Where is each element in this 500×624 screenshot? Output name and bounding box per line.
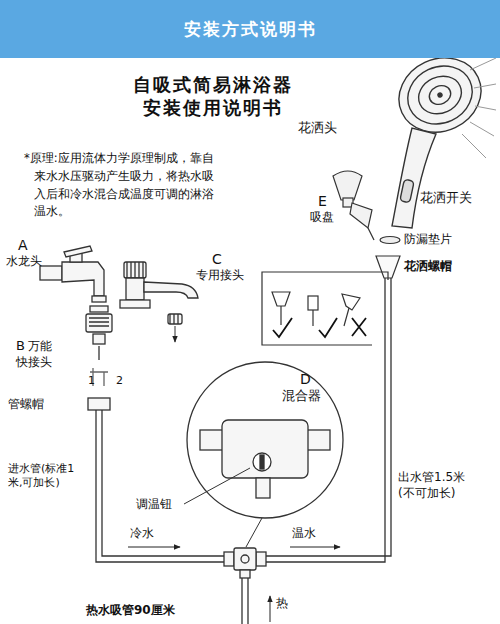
node-heading: D [300,370,311,388]
part-name: 吸盘 [310,210,334,226]
special-adapter-tap [120,300,150,308]
part-name: 出水管1.5米(不可加长) [398,470,478,501]
part-name: 进水管(标准1米,可加长) [8,462,78,491]
callout-letter: E [318,192,327,210]
header-band: 安装方式说明书 [0,0,500,58]
suction-cup [350,203,372,228]
part-name: 万能快接头 [16,339,58,370]
shower-head [437,92,442,97]
mixer-closeup [246,518,262,547]
shower-head [412,69,467,120]
part-name: 防漏垫片 [404,232,452,248]
part-name: 花洒开关 [420,190,472,207]
shower-head [398,56,481,135]
t-joint [234,548,256,570]
part-name: 专用接头 [196,268,244,284]
install-hint-diagrams [319,318,337,337]
special-adapter-tap [175,326,176,342]
part-name: 调温钮 [136,497,172,513]
t-joint [241,555,249,563]
flow-label: 冷水 [130,526,154,542]
universal-quick-connector [90,306,108,312]
t-joint [242,578,248,624]
shower-head [387,45,494,146]
install-hint-diagrams [273,318,292,337]
flow-label: 温水 [292,526,316,542]
install-hint-diagrams [272,292,290,306]
flow-arrows [128,547,180,548]
suction-cup [368,228,374,240]
mixer-closeup [187,362,343,518]
t-joint [256,552,266,566]
mixer-closeup [260,455,264,469]
water-tap [62,262,104,296]
principle-note: *原理:应用流体力学原理制成，靠自来水水压驱动产生吸力，将热水吸入后和冷水混合成… [24,150,220,221]
suction-cup [333,171,362,200]
part-name: 花洒螺帽 [404,259,452,275]
mixer-closeup [306,430,330,450]
mixer-closeup [184,362,343,547]
t-joint [240,570,250,578]
install-hint-diagrams [312,310,313,326]
special-adapter-tap [168,314,182,324]
callout-number: 1 [88,374,95,388]
flow-label: 热 [276,596,288,612]
shower-head [387,45,494,146]
universal-quick-connector [98,346,99,360]
install-hint-diagrams [280,306,281,325]
special-adapter-tap [120,262,198,342]
universal-quick-connector [89,318,109,326]
part-name: 水龙头 [6,254,42,270]
install-hint-diagrams [342,294,360,310]
special-adapter-tap [170,314,178,324]
universal-quick-connector [93,334,105,344]
shower-head [400,179,414,203]
mixer-circle: D混合器 [187,362,343,518]
callout-letter: C [212,250,222,268]
node-text: 混合器 [282,388,321,405]
shower-head [462,58,496,158]
mixer-closeup [184,468,250,504]
inlet-pipe [88,398,110,410]
water-tap [92,296,106,302]
special-adapter-tap [124,262,146,278]
install-hint-diagrams [352,318,366,336]
water-tap [64,246,92,257]
callout-number: 2 [116,374,123,388]
t-joint [224,548,266,624]
part-name: 管螺帽 [8,397,44,413]
special-adapter-tap [144,282,198,298]
node-heading: 安装方式说明书 [0,18,500,40]
leak-proof-washer [380,237,400,244]
callout-letter: A [18,236,28,254]
install-hint-diagrams [344,308,349,326]
document-title: 自吸式简易淋浴器 安装使用说明书 [122,74,304,119]
shower-head [387,45,496,228]
suction-cup [333,171,374,240]
water-tap [40,246,106,302]
special-adapter-tap [126,278,144,300]
leak-proof-washer [380,237,400,244]
part-name: 热水吸管90厘米 [86,603,175,619]
t-joint [224,552,234,566]
mixer-closeup [222,420,308,478]
mixer-closeup [253,453,271,471]
special-adapter-tap [127,262,143,278]
universal-quick-connector [86,314,112,332]
mixer-closeup [256,478,270,498]
shower-head [392,128,436,228]
water-tap [40,266,62,280]
install-hint-diagrams [308,296,318,310]
mixer-closeup [200,430,224,450]
flow-arrows [270,596,271,622]
part-name: 花洒头 [298,120,337,137]
install-hint-diagrams [262,272,388,345]
shower-head [426,82,454,108]
flow-arrows [290,547,340,548]
callout-letter: B [16,338,25,355]
install-hint-diagrams [262,272,388,345]
